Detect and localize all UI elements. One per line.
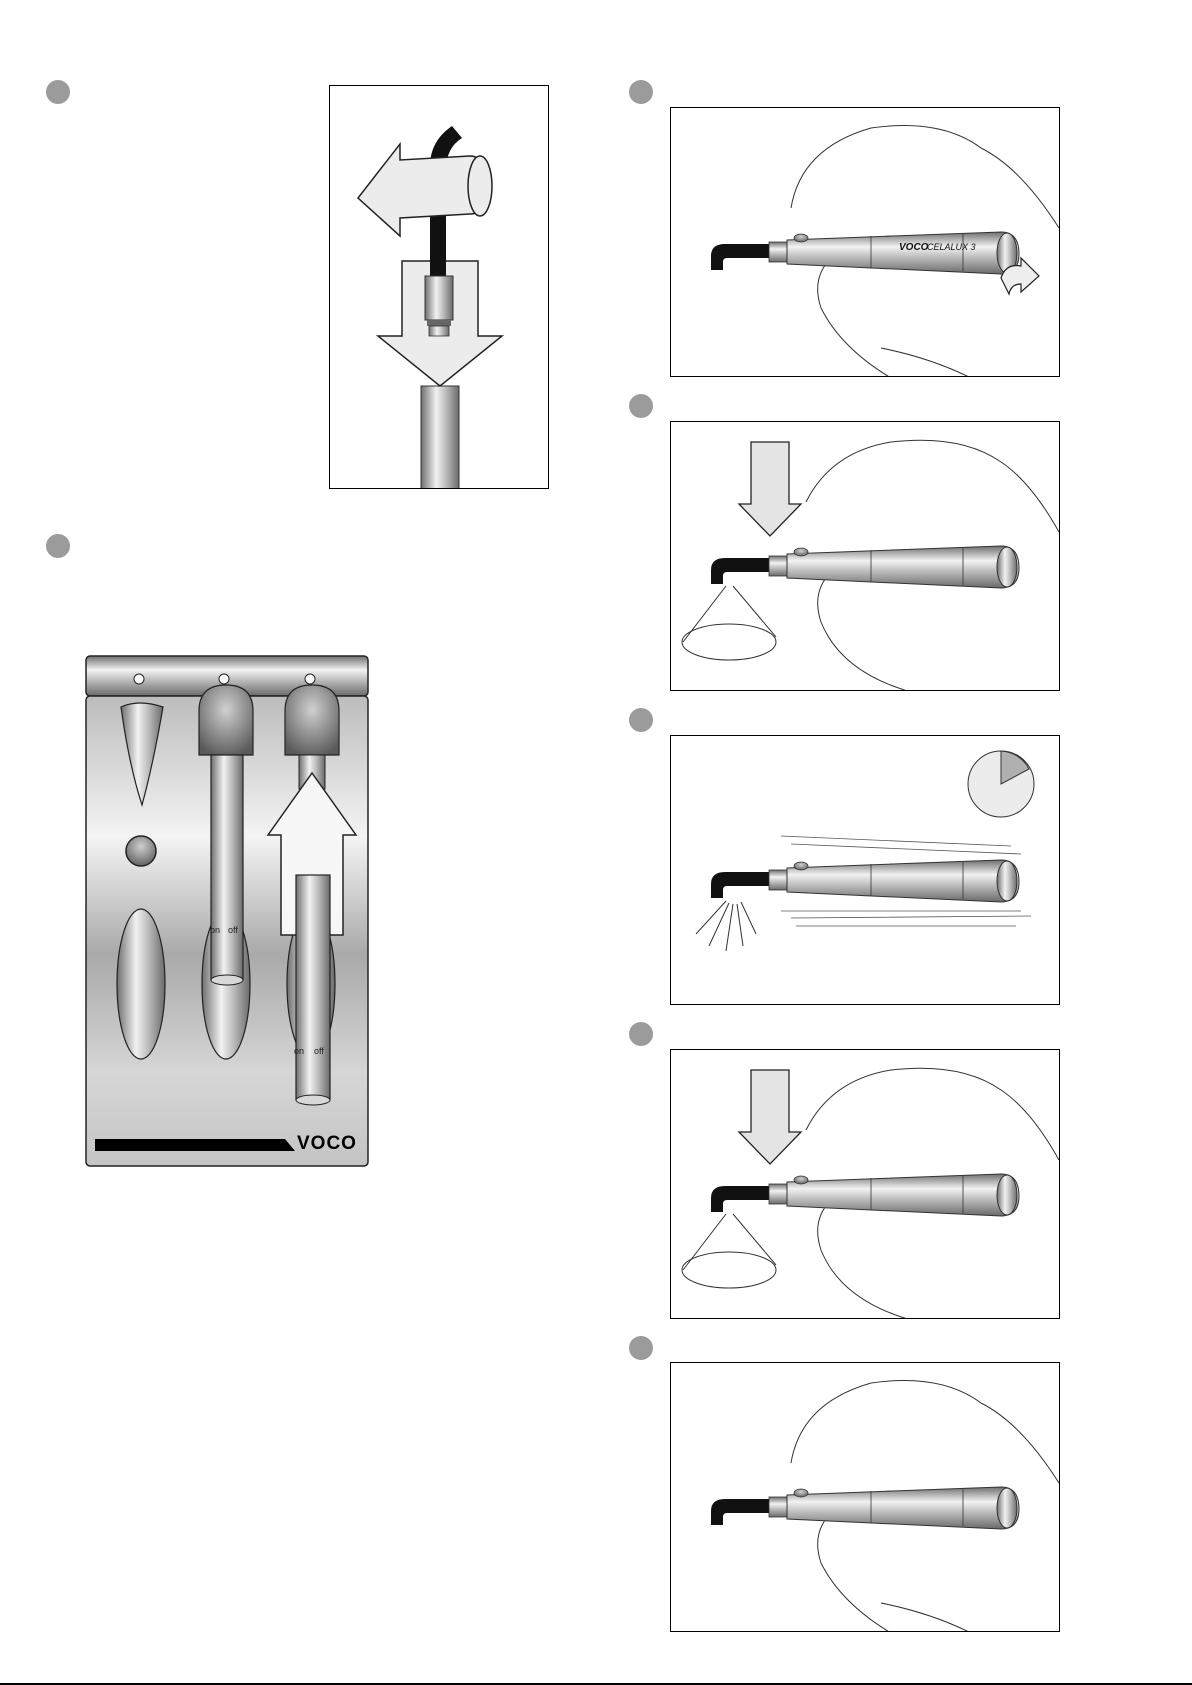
hold-device-illustration: VOCO CELALUX 3 [671,108,1060,377]
light-cone [683,586,776,642]
holder-label-off-2: off [314,1046,324,1056]
holder-label-off-1: off [228,925,238,935]
device-brand-text: VOCO [899,242,929,253]
holder-right-lightguide [296,875,330,1100]
holder-right-cap [285,685,339,755]
holder-button [126,836,156,866]
holder-brand-text: VOCO [297,1133,357,1155]
panel-press-button [670,421,1060,691]
release-illustration [671,1363,1060,1632]
holder-middle-cap [199,685,253,755]
light-guide-connector [425,276,453,320]
holder-middle-lightguide [211,755,243,980]
holder-illustration: on off on off VOCO [85,655,370,1170]
device-model-text: CELALUX 3 [927,242,976,252]
holder-brand-bar [95,1139,295,1151]
light-cone [683,1214,776,1270]
press-down-arrow [739,442,801,536]
press-button-again-illustration [671,1050,1060,1319]
press-button-illustration [671,422,1060,691]
curing-illustration [671,736,1060,1005]
step-marker-5 [629,708,653,732]
attach-light-guide-illustration [330,86,549,489]
holder-label-on-1: on [210,925,220,935]
holder-indicator-1 [134,674,144,684]
step-marker-3 [629,80,653,104]
step-marker-6 [629,1022,653,1046]
rotate-arrow-icon [358,144,480,236]
handpiece-shaft [421,386,459,489]
holder-label-on-2: on [294,1046,304,1056]
step-marker-4 [629,394,653,418]
panel-release [670,1362,1060,1632]
light-rays [696,901,756,951]
panel-press-button-again [670,1049,1060,1319]
press-down-arrow [739,1070,801,1164]
panel-hold-device: VOCO CELALUX 3 [670,107,1060,377]
panel-curing [670,735,1060,1005]
holder-indicator-2 [219,674,229,684]
panel-attach-light-guide [329,85,549,489]
step-marker-2 [46,534,70,558]
step-marker-7 [629,1336,653,1360]
step-marker-1 [46,80,70,104]
holder-left-slot-bottom [117,909,165,1059]
holder-indicator-3 [305,674,315,684]
